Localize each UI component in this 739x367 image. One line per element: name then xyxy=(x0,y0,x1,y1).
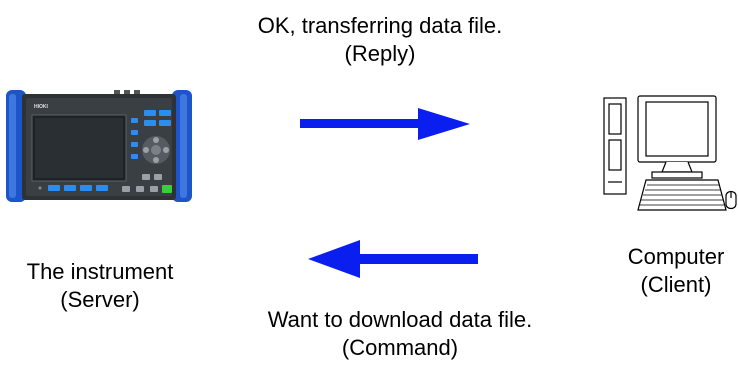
instrument-caption: The instrument (Server) xyxy=(0,258,200,314)
command-arrow xyxy=(308,240,478,278)
computer-label: Computer xyxy=(627,244,725,269)
reply-text: OK, transferring data file. xyxy=(257,13,503,38)
client-label: (Client) xyxy=(640,272,712,297)
instrument-label: The instrument xyxy=(26,259,174,284)
server-label: (Server) xyxy=(60,287,140,312)
brand-label: HIOKI xyxy=(34,104,49,110)
instrument-icon: HIOKI xyxy=(6,90,192,202)
command-label: (Command) xyxy=(341,335,459,360)
computer-caption: Computer (Client) xyxy=(596,243,739,299)
computer-icon xyxy=(603,95,737,211)
reply-caption: OK, transferring data file. (Reply) xyxy=(190,12,570,68)
reply-label: (Reply) xyxy=(344,41,416,66)
command-text: Want to download data file. xyxy=(267,307,533,332)
command-caption: Want to download data file. (Command) xyxy=(190,306,610,362)
reply-arrow xyxy=(300,108,470,140)
